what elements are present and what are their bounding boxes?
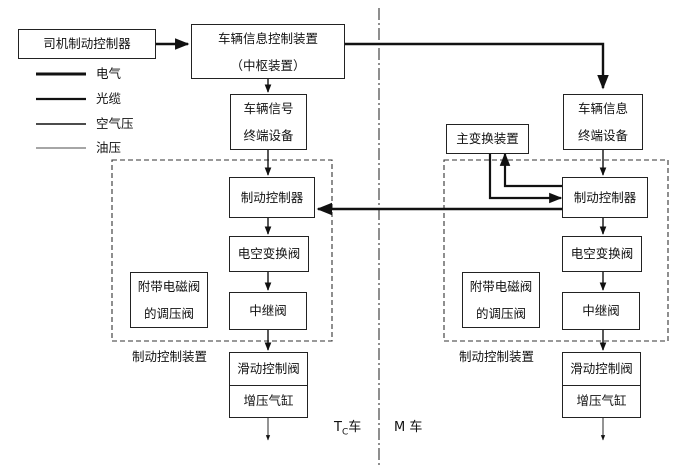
tc-regulating-valve-sublabel: 的调压阀	[143, 306, 194, 321]
main-converter-label: 主变换装置	[456, 131, 519, 146]
tc-ep-valve-label: 电空变换阀	[237, 246, 301, 261]
m-terminal-label: 车辆信息	[577, 101, 628, 116]
m-ep-valve-box: 电空变换阀	[562, 236, 642, 272]
central-control-device-sublabel: （中枢装置）	[230, 57, 306, 73]
m-regulating-valve-sublabel: 的调压阀	[475, 306, 526, 321]
arrow-converter-to-m-controller	[488, 153, 563, 204]
m-booster-label: 增压气缸	[576, 393, 627, 409]
main-converter-box: 主变换装置	[446, 124, 529, 154]
m-brake-controller-box: 制动控制器	[562, 177, 648, 218]
m-regulating-valve-label: 附带电磁阀	[469, 279, 533, 294]
m-terminal-sublabel: 终端设备	[577, 128, 628, 143]
central-control-device-box: 车辆信息控制装置 （中枢装置）	[191, 24, 345, 79]
driver-brake-controller-box: 司机制动控制器	[18, 29, 156, 59]
m-slide-control-box: 滑动控制阀 增压气缸	[562, 352, 641, 418]
tc-brake-controller-label: 制动控制器	[240, 189, 304, 205]
tc-regulating-valve-box: 附带电磁阀 的调压阀	[130, 272, 208, 328]
tc-slide-valve-label: 滑动控制阀	[230, 353, 307, 386]
tc-relay-valve-box: 中继阀	[229, 292, 307, 330]
tc-car-main: T	[334, 420, 342, 435]
m-ep-valve-label: 电空变换阀	[570, 246, 634, 261]
tc-terminal-label: 车辆信号	[243, 101, 294, 116]
m-car-label: M 车	[394, 420, 423, 435]
driver-brake-controller-label: 司机制动控制器	[43, 36, 131, 51]
tc-terminal-sublabel: 终端设备	[243, 128, 294, 143]
tc-brake-unit-caption: 制动控制装置	[132, 349, 208, 364]
tc-brake-controller-box: 制动控制器	[229, 177, 315, 218]
legend-label-oil: 油压	[96, 140, 122, 155]
tc-regulating-valve-label: 附带电磁阀	[137, 279, 201, 294]
legend-label-air: 空气压	[96, 116, 134, 131]
legend-label-electric: 电气	[96, 66, 122, 81]
legend-label-optical: 光缆	[96, 91, 122, 106]
m-relay-valve-label: 中继阀	[582, 303, 620, 318]
tc-terminal-box: 车辆信号 终端设备	[230, 94, 307, 150]
tc-slide-control-box: 滑动控制阀 增压气缸	[229, 352, 308, 418]
m-brake-controller-label: 制动控制器	[573, 189, 637, 205]
tc-car-label: TC车	[334, 420, 361, 441]
m-slide-valve-label: 滑动控制阀	[563, 353, 640, 386]
tc-relay-valve-label: 中继阀	[249, 303, 287, 318]
m-brake-unit-frame	[443, 159, 669, 342]
tc-car-suffix: 车	[348, 420, 362, 435]
m-relay-valve-box: 中继阀	[562, 292, 640, 330]
m-regulating-valve-box: 附带电磁阀 的调压阀	[462, 272, 540, 328]
tc-car-sub: C	[341, 427, 349, 438]
arrow-m-controller-to-converter	[499, 152, 562, 188]
m-brake-unit-caption: 制动控制装置	[459, 349, 535, 364]
m-terminal-box: 车辆信息 终端设备	[563, 94, 643, 150]
tc-ep-valve-box: 电空变换阀	[229, 236, 309, 272]
tc-booster-label: 增压气缸	[243, 393, 294, 409]
central-control-device-label: 车辆信息控制装置	[217, 30, 318, 46]
arrow-central-to-m-terminal	[345, 42, 609, 90]
